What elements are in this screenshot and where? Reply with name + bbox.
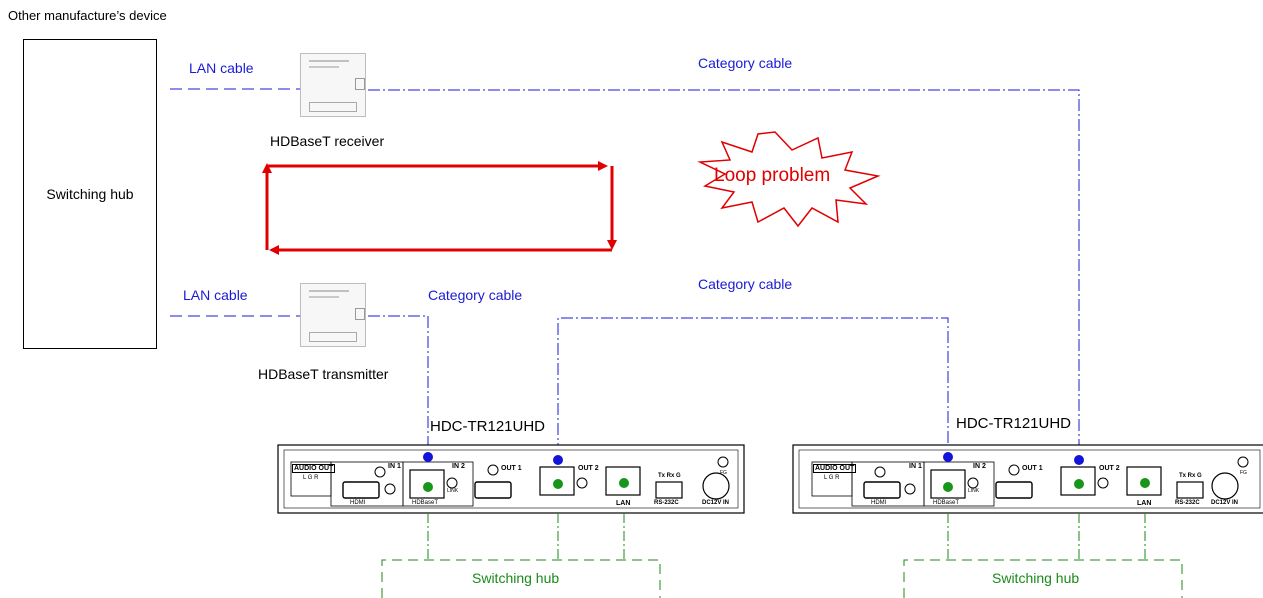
device-model-right: HDC-TR121UHD xyxy=(956,415,1072,432)
left-hdmi-label: HDMI xyxy=(350,500,366,506)
right-dc12v-label: DC12V IN xyxy=(1211,500,1239,506)
category-cable-top xyxy=(368,89,1080,455)
right-audio-out-label: AUDIO OUT xyxy=(813,464,857,473)
right-out2-dot xyxy=(1074,455,1084,465)
page-title: Other manufacture’s device xyxy=(8,8,167,23)
right-in2-green xyxy=(943,482,953,492)
left-rs232c-label: RS-232C xyxy=(654,500,679,506)
switching-hub-right-outline xyxy=(903,559,1183,598)
lan-cable-label-bottom: LAN cable xyxy=(183,287,248,303)
right-in2-label: IN 2 xyxy=(973,463,986,470)
left-in2-label: IN 2 xyxy=(452,463,465,470)
right-txrxg-label: Tx Rx G xyxy=(1179,473,1202,479)
device-right-chassis xyxy=(792,444,1263,514)
device-left-chassis xyxy=(277,444,745,514)
right-out2-green xyxy=(1074,479,1084,489)
loop-problem-label: Loop problem xyxy=(714,165,831,186)
left-lan-label: LAN xyxy=(616,500,631,507)
left-out2-label: OUT 2 xyxy=(578,465,599,472)
category-cable-left xyxy=(368,315,429,455)
left-in2-green xyxy=(423,482,433,492)
left-in1-label: IN 1 xyxy=(388,463,401,470)
left-out1-label: OUT 1 xyxy=(501,465,522,472)
switching-hub-left-outline xyxy=(381,559,661,598)
right-lan-label: LAN xyxy=(1137,500,1152,507)
right-out1-label: OUT 1 xyxy=(1022,465,1043,472)
hdbaset-transmitter-label: HDBaseT transmitter xyxy=(258,366,389,382)
switching-hub-right-label: Switching hub xyxy=(992,570,1080,586)
right-hdbaset-label: HDBaseT xyxy=(933,500,960,506)
loop-problem-burst xyxy=(697,131,881,228)
switching-hub-main-label: Switching hub xyxy=(46,186,134,202)
right-in2-dot xyxy=(943,452,953,462)
hdbaset-receiver-device xyxy=(300,53,366,117)
right-fg-label: FG xyxy=(1240,470,1247,476)
left-link-label: LINK xyxy=(447,488,459,494)
category-cable-mid xyxy=(557,317,949,455)
category-cable-label-mid: Category cable xyxy=(698,276,793,292)
left-audio-out-label: AUDIO OUT xyxy=(292,464,336,473)
left-out2-green xyxy=(553,479,563,489)
right-rs232c-label: RS-232C xyxy=(1175,500,1200,506)
left-out2-dot xyxy=(553,455,563,465)
left-hdbaset-label: HDBaseT xyxy=(412,500,439,506)
right-lan-green xyxy=(1140,478,1150,488)
left-lgr-label: L G R xyxy=(303,475,319,481)
left-lan-green xyxy=(619,478,629,488)
left-dc12v-label: DC12V IN xyxy=(702,500,730,506)
right-link-label: LINK xyxy=(968,488,980,494)
lan-cable-label-top: LAN cable xyxy=(189,60,254,76)
hdbaset-receiver-label: HDBaseT receiver xyxy=(270,133,385,149)
right-lgr-label: L G R xyxy=(824,475,840,481)
left-txrxg-label: Tx Rx G xyxy=(658,473,681,479)
switching-hub-main: Switching hub xyxy=(23,39,157,349)
left-fg-label: FG xyxy=(720,470,727,476)
category-cable-label-top: Category cable xyxy=(698,55,793,71)
device-model-left: HDC-TR121UHD xyxy=(430,418,546,435)
right-out2-label: OUT 2 xyxy=(1099,465,1120,472)
switching-hub-left-label: Switching hub xyxy=(472,570,560,586)
hdbaset-transmitter-device xyxy=(300,283,366,347)
right-hdmi-label: HDMI xyxy=(871,500,887,506)
category-cable-label-left: Category cable xyxy=(428,287,523,303)
right-in1-label: IN 1 xyxy=(909,463,922,470)
left-in2-dot xyxy=(423,452,433,462)
